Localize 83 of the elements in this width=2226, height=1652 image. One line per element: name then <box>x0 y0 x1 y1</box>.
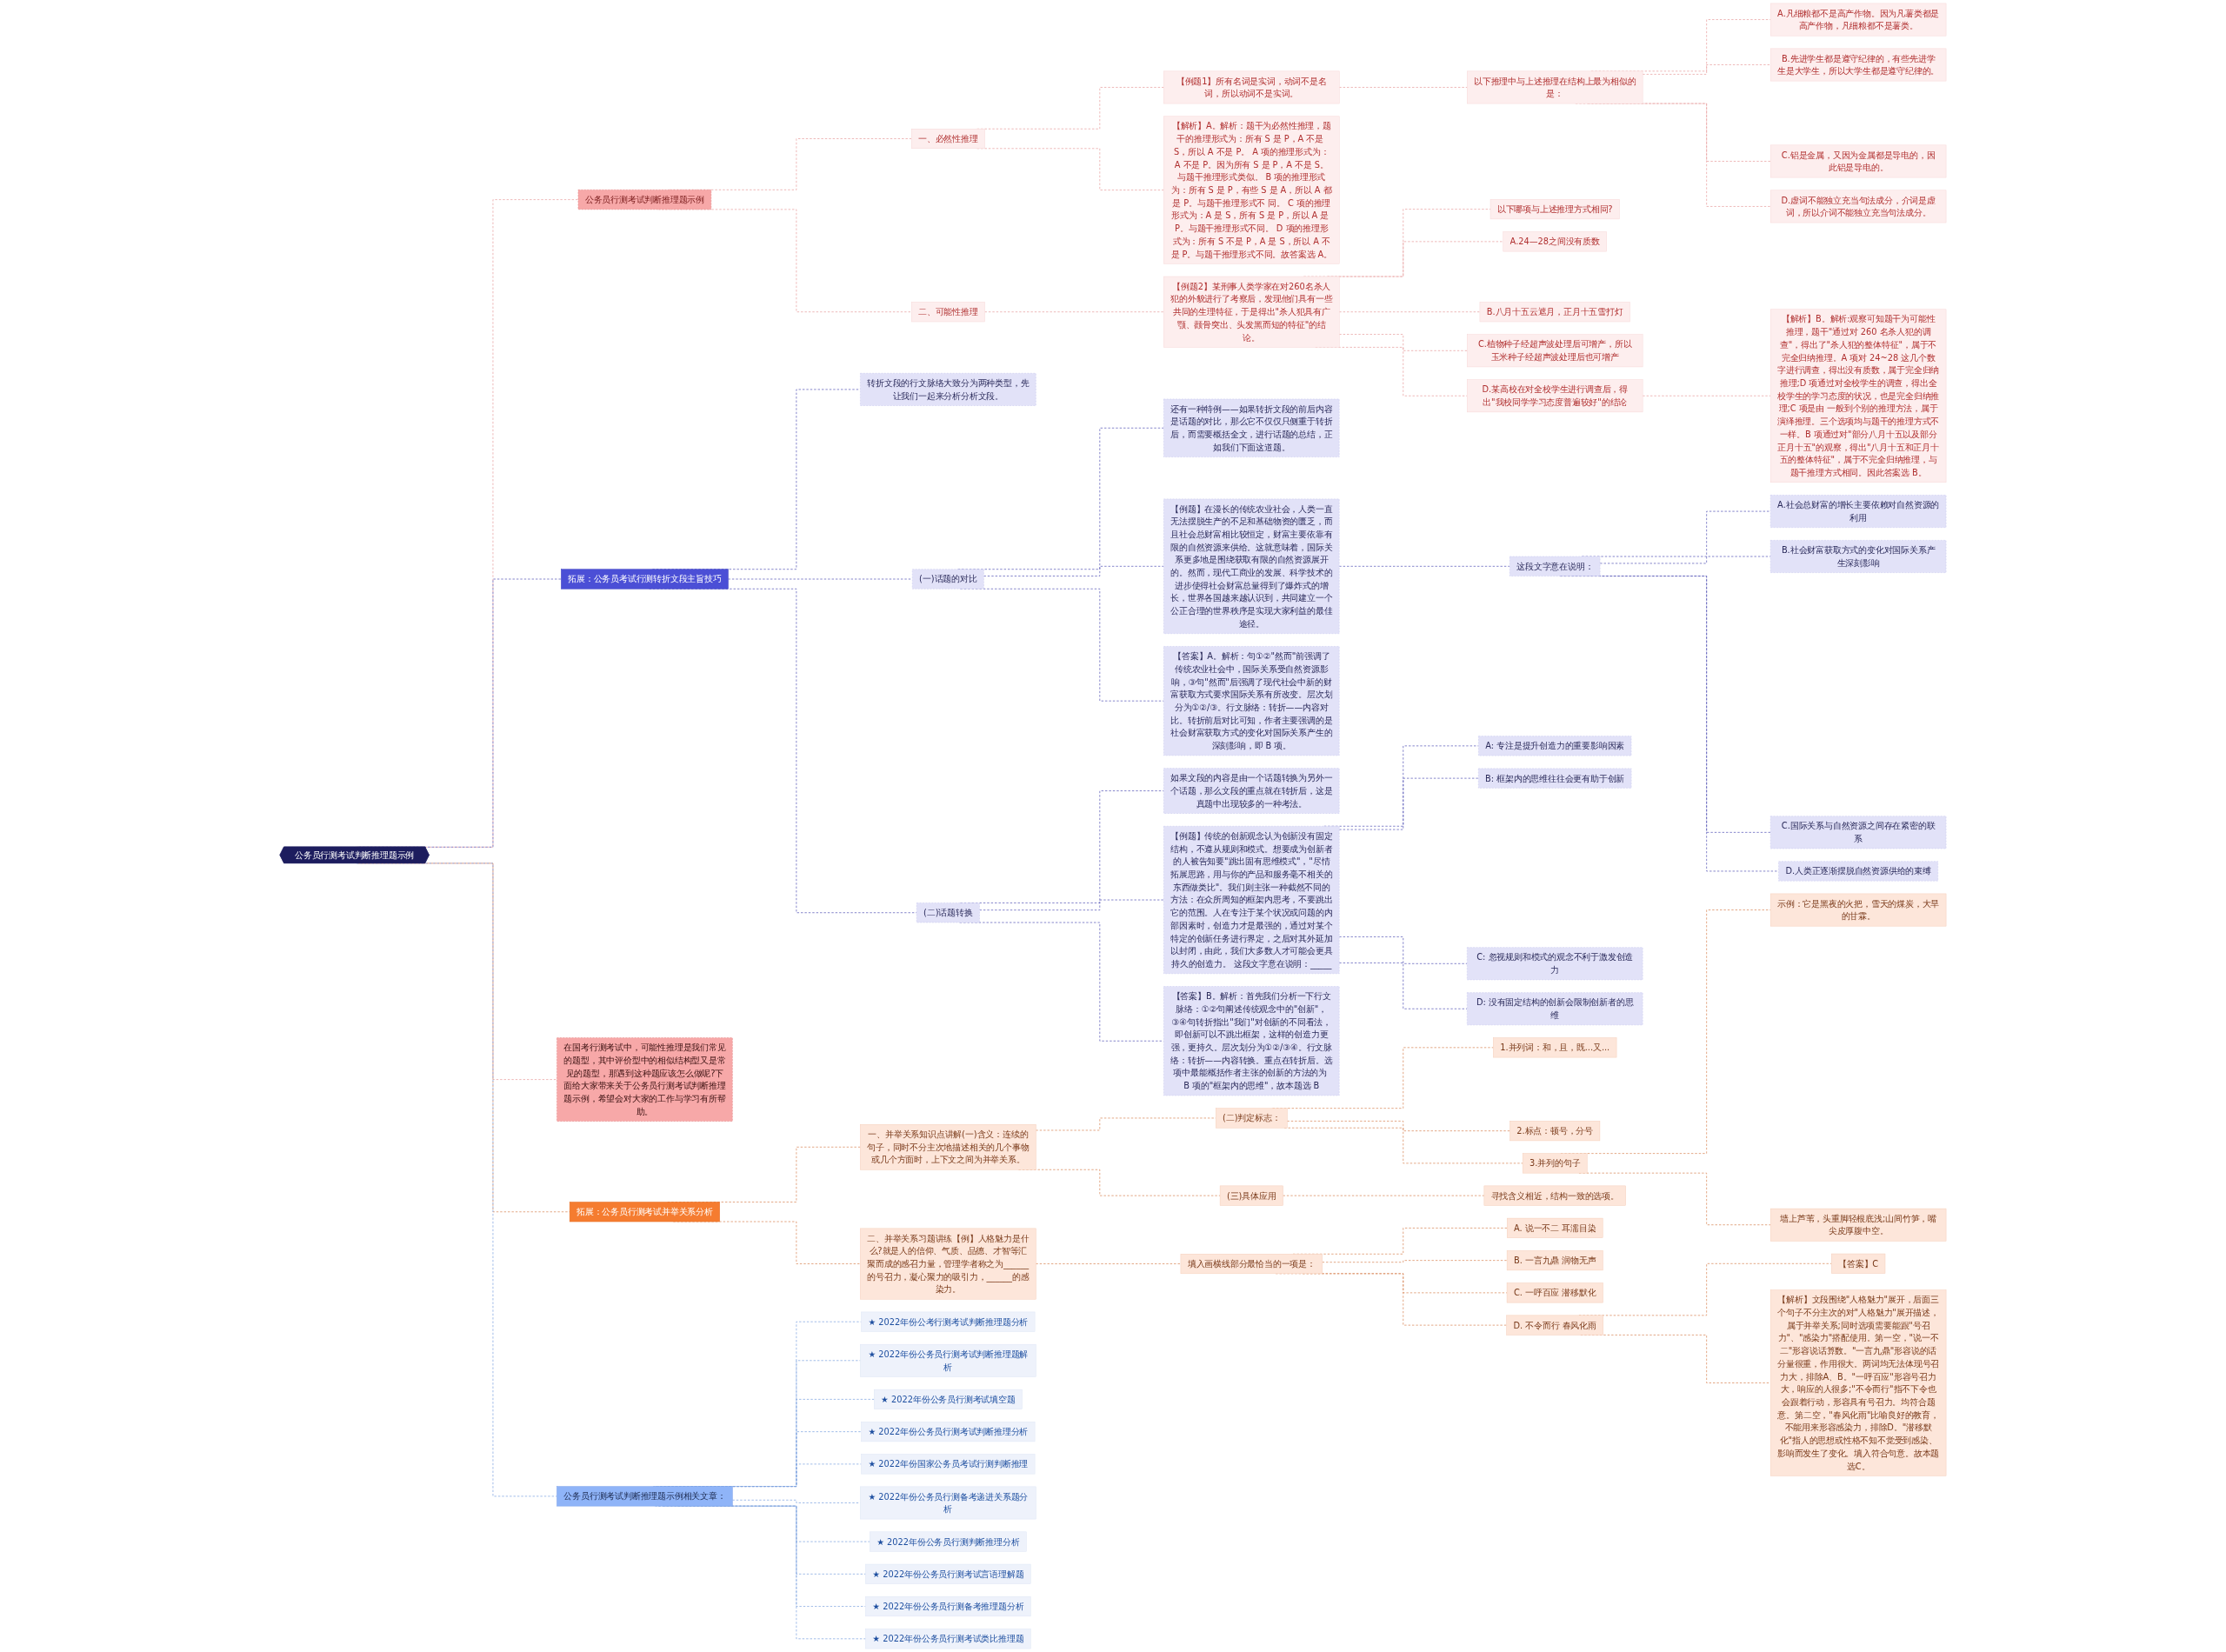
connector <box>1642 64 1771 75</box>
node-box: A: 专注是提升创造力的重要影响因素 <box>1478 736 1632 756</box>
node-box: 二、并举关系习题讲练【例】人格魅力是什么?就是人的信仰、气质、品德、才智等汇聚而成的感召力量，管理学者称之为______的号召力，凝心聚力的吸引力，______的感染力。 <box>860 1228 1036 1300</box>
node-box: 拓展：公务员考试行测转折文段主旨技巧 <box>561 569 729 590</box>
node-box: B.先进学生都是遵守纪律的，有些先进学生是大学生，所以大学生都是遵守纪律的。 <box>1769 48 1947 82</box>
node-box: 寻找含义相近，结构一致的选项。 <box>1483 1185 1626 1206</box>
node-box: C.植物种子经超声波处理后可增产，所以玉米种子经超声波处理后也可增产 <box>1467 334 1643 368</box>
connector <box>979 899 1164 911</box>
node-box: 墙上芦苇，头重脚轻根底浅;山间竹笋，嘴尖皮厚腹中空。 <box>1769 1208 1947 1242</box>
node-box: 【解析】文段围绕"人格魅力"展开，后面三个句子不分主次的对"人格魅力"展开描述，属于并举关系;同时选项需要能跟"号召力"、"感染力"搭配使用。第一空，"说一不二"形容说话算数。"一言九鼎"形容说的话分量很重，作用很大。两词均无法体现号召力大，排除A、B。"一呼百应"形容号召力大，响应的人很多;"不令而行"指不下令也会跟着行动，形容具有号召力。均符合题意。第二空，"春风化雨"比喻良好的教育，不能用来形容感染力，排除D。"潜移默化"指人的思想或性格不知不觉受到感染、影响而发生了变化。填入符合句意。故本题选C。 <box>1769 1289 1947 1476</box>
connector <box>983 565 1164 576</box>
node-box: ★ 2022年份公考行测考试判断推理题分析 <box>861 1311 1036 1332</box>
node-box: ★ 2022年份公务员行测判断推理分析 <box>870 1531 1027 1552</box>
node-box: B.社会财富获取方式的变化对国际关系产生深刻影响 <box>1769 540 1947 573</box>
node-box: 如果文段的内容是由一个话题转换为另外一个话题，那么文段的重点就在转折后，这是真题中出现较多的一种考法。 <box>1163 768 1340 814</box>
node-box: 【答案】A。解析：句①②"然而"前强调了传统农业社会中，国际关系受自然资源影响，③句"然而"后强调了现代社会中新的财富获取方式要求国际关系有所改变。层次划分为①②/③。行文脉络：转折——内容对比。转折前后对比可知，作者主要强调的是社会财富获取方式的变化对国际关系产生的深刻影响，即 B 项。 <box>1163 646 1340 756</box>
node-box: D.虚词不能独立充当句法成分，介词是虚词，所以介词不能独立充当句法成分。 <box>1769 190 1947 223</box>
connector <box>1338 87 1468 88</box>
node-box: 【例题1】所有名词是实词，动词不是名词，所以动词不是实词。 <box>1163 70 1340 104</box>
node-box: C.铝是金属，又因为金属都是导电的，因此铝是导电的。 <box>1769 144 1947 178</box>
node-box: 【答案】C <box>1831 1253 1886 1274</box>
node-box: ★ 2022年份公务员行测备考推理题分析 <box>865 1596 1031 1617</box>
node-box: B. 一言九鼎 润物无声 <box>1506 1250 1603 1271</box>
connector <box>1035 1117 1216 1131</box>
node-box: A.社会总财富的增长主要依赖对自然资源的利用 <box>1769 495 1947 528</box>
node-box: 一、必然性推理 <box>910 129 985 150</box>
connector <box>1283 1195 1485 1196</box>
node-box: A.24—28之间没有质数 <box>1503 231 1607 252</box>
node-box: C: 忽视规则和模式的观念不利于激发创造力 <box>1467 947 1643 981</box>
node-box: 一、并举关系知识点讲解(一)含义：连续的句子，同时不分主次地描述相关的几个事物或几个方面时，上下文之间为并举关系。 <box>860 1124 1036 1170</box>
node-box: A.凡细粮都不是高产作物。因为凡薯类都是高产作物，凡细粮都不是薯类。 <box>1769 3 1947 37</box>
node-box: ★ 2022年份公务员行测备考递进关系题分析 <box>860 1486 1036 1520</box>
node-box: 【解析】A。解析：题干为必然性推理，题干的推理形式为：所有 S 是 P，A 不是 S，所以 A 不是 P。 A 项的推理形式为：A 不是 P。因为所有 S 是 P，A 不是 S。与题干推理形式类似。 B 项的推理形式为：所有 S 是 P，有些 S 是 A，所以 A 都是 P。与题干推理形式不 同。 C 项的推理形式为：A 是 S，所有 S 是 P，所以 A 是 P。与题干推理形式不同。 D 项的推理形式为：所有 S 不是 P，A 是 S，所以 A 不是 P。与题干推理形式不同。故答案选 A。 <box>1163 116 1340 264</box>
node-box: 2.标点：顿号，分号 <box>1510 1121 1601 1142</box>
node-box: 【例题2】某刑事人类学家在对260名杀人犯的外貌进行了考察后，发现他们具有一些共同的生理特征，于是得出"杀人犯具有广颚、颧骨突出、头发黑而短的特征"的结论。 <box>1163 276 1340 348</box>
node-box: (二)判定标志： <box>1215 1108 1288 1129</box>
node-box: 以下哪项与上述推理方式相同? <box>1490 199 1620 220</box>
node-box: (三)具体应用 <box>1219 1185 1283 1206</box>
node-box: 示例：它是黑夜的火把，雪天的煤炭，大旱的甘霖。 <box>1769 893 1947 927</box>
node-box: D.某高校在对全校学生进行调查后，得出"我校同学学习态度普遍较好"的结论 <box>1467 379 1643 413</box>
node-box: ★ 2022年份公务员行测考试判断推理题解析 <box>860 1343 1036 1377</box>
node-box: ★ 2022年份公务员行测考试言语理解题 <box>865 1563 1031 1584</box>
node-box: (二)话题转换 <box>916 903 980 923</box>
node-box: 公务员行测考试判断推理题示例相关文章： <box>556 1486 733 1507</box>
node-box: (一)话题的对比 <box>912 569 984 590</box>
connector <box>728 578 913 580</box>
node-box: 1.并列词：和，且，既...又... <box>1493 1037 1617 1058</box>
node-box: A. 说一不二 耳濡目染 <box>1506 1217 1603 1238</box>
connector <box>1599 556 1771 564</box>
connector <box>1642 395 1771 396</box>
node-box: 【解析】B。解析:观察可知题干为可能性推理，题干"通过对 260 名杀人犯的调查"，得出了"杀人犯的整体特征"，属于不完全归纳推理。A 项对 24~28 这几个数字进行调查，得出没有质数，属于完全归纳推理;D 项通过对全校学生的调查，得出全校学生的学习态度的状况，也是完全归纳推理;C 项是由 一般到个别的推理方法，属于演绎推理。三个选项均与题干的推理方式不一样。B 项通过对"部分八月十五以及部分正月十五"的观察，得出"八月十五和正月十五的整体特征"，属于不完全归纳推理，与题干推理方式相同。因此答案选 B。 <box>1769 309 1947 483</box>
node-box: ★ 2022年份公务员行测考试判断推理分析 <box>861 1422 1036 1442</box>
connector <box>1338 777 1479 830</box>
node-box: C. 一呼百应 潜移默化 <box>1506 1282 1603 1303</box>
node-box: 这段文字意在说明： <box>1510 556 1601 576</box>
node-box: 以下推理中与上述推理在结构上最为相似的是： <box>1467 70 1643 104</box>
connector <box>1286 1121 1510 1131</box>
connector <box>1035 1263 1182 1264</box>
node-box: D.人类正逐渐摆脱自然资源供给的束缚 <box>1778 861 1938 882</box>
node-box: 3.并列的句子 <box>1522 1153 1588 1174</box>
connector <box>1322 1260 1508 1263</box>
node-box: B: 框架内的思维往往会更有助于创新 <box>1478 768 1632 789</box>
node-box: D: 没有固定结构的创新会限制创新者的思维 <box>1467 992 1643 1026</box>
node-box: ★ 2022年份国家公务员考试行测判断推理 <box>861 1454 1036 1475</box>
node-box: 【例题】传统的创新观念认为创新没有固定结构，不遵从规则和模式。想要成为创新者的人被告知要"跳出固有思维模式"，"尽情拓展思路，用与你的产品和服务毫不相关的东西做类比"。我们则主张一种截然不同的方法：在众所周知的框架内思考，不要跳出它的范围。人在专注于某个状况或问题的内部因素时，创造力才是最强的，通过对某个特定的创新任务进行界定，之后对其外延加以封闭，由此，我们大多数人才可能会更具持久的创造力。 这段文字意在说明：_____ <box>1163 826 1340 975</box>
node-box: 公务员行测考试判断推理题示例 <box>577 190 712 210</box>
connector <box>1338 565 1510 567</box>
node-box: D. 不令而行 春风化雨 <box>1506 1315 1603 1336</box>
node-box: 二、可能性推理 <box>910 302 985 323</box>
node-box: 在国考行测考试中，可能性推理是我们常见的题型，其中评价型中的相似结构型又是常见的题型，那遇到这种题应该怎么做呢?下面给大家带来关于公务员行测考试判断推理题示例，希望会对大家的工作与学习有所帮助。 <box>556 1037 733 1122</box>
node-box: 还有一种特例——如果转折文段的前后内容是话题的对比，那么它不仅仅只侧重于转折后，而需要概括全文，进行话题的总结，正如我们下面这道题。 <box>1163 398 1340 457</box>
node-box: C.国际关系与自然资源之间存在紧密的联系 <box>1769 816 1947 849</box>
node-box: 【例题】在漫长的传统农业社会，人类一直无法摆脱生产的不足和基础物资的匮乏，而且社会总财富相比较恒定，财富主要依靠有限的自然资源来供给。这就意味着，国际关系更多地是围绕获取有限的自然资源展开的。然而，现代工商业的发展、科学技术的进步使得社会财富总量得到了爆炸式的增长，世界各国越来越认识到，共同建立一个公正合理的世界秩序是实现大家利益的最佳途径。 <box>1163 498 1340 634</box>
node-box: 转折文段的行文脉络大致分为两种类型，先让我们一起来分析分析文段。 <box>860 373 1036 406</box>
connector <box>1338 936 1468 964</box>
connector <box>732 1499 861 1503</box>
connector <box>1338 334 1468 351</box>
node-box: 拓展：公务员行测考试并举关系分析 <box>569 1202 720 1222</box>
node-box: ★ 2022年份公务员行测考试填空题 <box>874 1389 1023 1409</box>
node-box: 【答案】B。解析：首先我们分析一下行文脉络：①②句阐述传统观念中的"创新"，③④句转折指出"我们"对创新的不同看法，即创新可以不跳出框架，这样的创造力更强，更持久。层次划分为①②/③④。行文脉络：转折——内容转换。重点在转折后。选项中最能概括作者主张的创新的方法的为 B 项的"框架内的思维"，故本题选 B <box>1163 986 1340 1096</box>
node-box: 填入画横线部分最恰当的一项是： <box>1180 1254 1323 1275</box>
node-box: B.八月十五云遮月，正月十五雪打灯 <box>1479 302 1630 323</box>
node-box: ★ 2022年份公务员行测考试类比推理题 <box>865 1629 1031 1649</box>
